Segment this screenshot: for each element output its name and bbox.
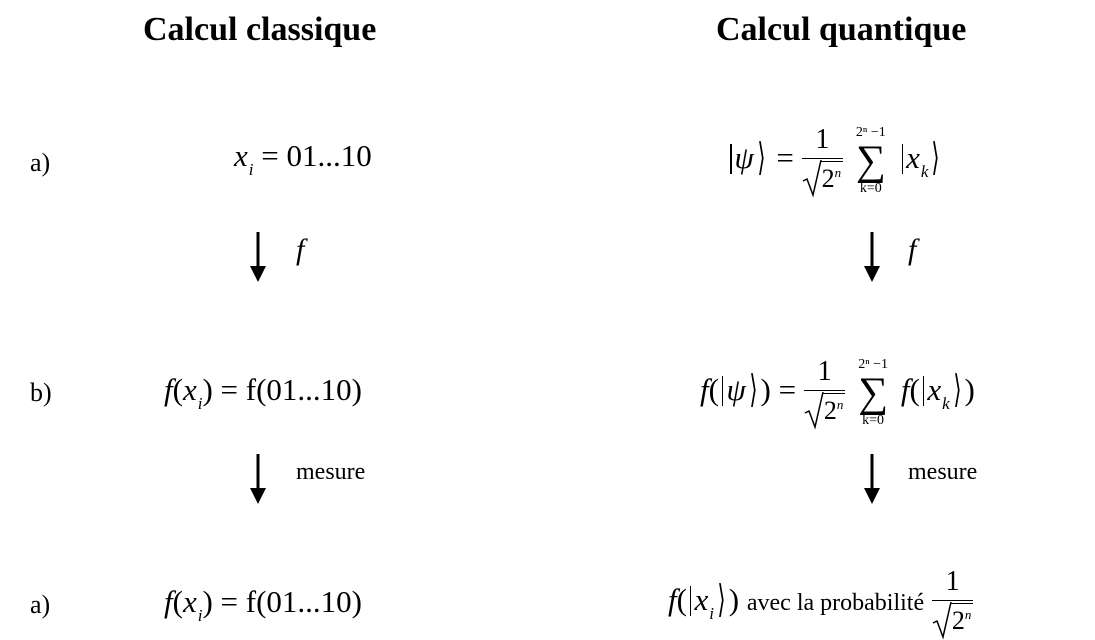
classical-result-equation: f(xi) = f(01...10): [164, 584, 362, 625]
classical-map-label: f: [296, 233, 305, 266]
fraction-numerator: 1: [931, 566, 974, 601]
classical-function-equation: f(xi) = f(01...10): [164, 372, 362, 413]
ket-bar: [901, 144, 904, 174]
classical-f: f: [164, 372, 173, 407]
quantum-measure-label: mesure: [908, 459, 978, 485]
row-label-a: a): [30, 148, 51, 177]
quantum-title: Calcul quantique: [716, 11, 967, 48]
quantum-map-arrow-icon: [864, 232, 880, 282]
ket-bar: [922, 376, 925, 406]
classical-result-sub: i: [197, 606, 203, 625]
sum-lower-limit: k=0: [859, 181, 882, 196]
psi-symbol: ψ: [726, 372, 746, 408]
sqrt: 2n: [802, 159, 844, 198]
sum-upper-limit: 2ⁿ −1: [855, 125, 886, 140]
classical-measure-arrow-icon: [250, 454, 266, 504]
ket-x-subscript: k: [942, 394, 950, 414]
classical-fx-var: x: [182, 372, 197, 407]
sqrt-base: 2: [951, 606, 965, 635]
ket-x-subscript: i: [709, 604, 714, 624]
sqrt-sign-icon: [802, 159, 822, 198]
quantum-map-label: f: [908, 233, 917, 266]
summation: 2ⁿ −1 ∑ k=0: [851, 125, 891, 197]
probability-text: avec la probabilité: [746, 590, 925, 617]
sum-sigma-icon: ∑: [858, 370, 889, 416]
quantum-result-f: f: [668, 582, 677, 618]
ket-bracket: ⟩: [757, 137, 766, 179]
fraction-numerator: 1: [801, 124, 844, 159]
probability-fraction: 1 2n: [931, 566, 974, 640]
classical-function-value: = f(01...10): [220, 372, 362, 407]
quantum-state-equation: ψ⟩ = 1 2n 2ⁿ −1 ∑ k=0 xk⟩: [727, 124, 943, 198]
fraction-denominator: 2n: [804, 391, 846, 430]
fraction-numerator: 1: [803, 356, 846, 391]
classical-input-value: = 01...10: [261, 138, 372, 173]
classical-fx-sub: i: [197, 394, 203, 413]
ket-bracket: ⟩: [931, 137, 940, 179]
sqrt-exponent: n: [964, 607, 972, 622]
classical-result-var: x: [182, 584, 197, 619]
ket-x-subscript: k: [920, 162, 929, 182]
ket-bar: [721, 376, 724, 406]
equals-sign: =: [776, 140, 794, 176]
classical-measure-label: mesure: [296, 459, 366, 485]
classical-x-subscript: i: [248, 160, 254, 179]
ket-bracket: ⟩: [952, 369, 962, 411]
ket-bar: [689, 586, 692, 616]
row-label-b: b): [30, 378, 52, 407]
classical-result-value: = f(01...10): [220, 584, 362, 619]
sqrt: 2n: [804, 391, 846, 430]
classical-input-equation: xi = 01...10: [234, 138, 372, 179]
quantum-result-equation: f(xi⟩) avec la probabilité 1 2n: [668, 566, 974, 640]
ket-bar: [730, 144, 732, 174]
ket-x: x: [694, 582, 709, 618]
sum-upper-limit: 2ⁿ −1: [858, 357, 889, 372]
classical-x: x: [234, 138, 248, 173]
sum-sigma-icon: ∑: [855, 138, 886, 184]
ket-x: x: [927, 372, 942, 408]
classical-map-arrow-icon: [250, 232, 266, 282]
sqrt-sign-icon: [804, 391, 824, 430]
sqrt-exponent: n: [836, 397, 844, 412]
normalization-fraction: 1 2n: [801, 124, 844, 198]
fraction-denominator: 2n: [932, 601, 974, 640]
row-label-a-final: a): [30, 590, 51, 619]
quantum-f: f: [900, 372, 910, 408]
summation: 2ⁿ −1 ∑ k=0: [853, 357, 893, 429]
quantum-measure-arrow-icon: [864, 454, 880, 504]
sum-lower-limit: k=0: [862, 413, 885, 428]
classical-result-f: f: [164, 584, 173, 619]
classical-title: Calcul classique: [143, 11, 377, 48]
sqrt-exponent: n: [834, 165, 842, 180]
ket-x: x: [906, 140, 920, 176]
quantum-f: f: [700, 372, 709, 408]
sqrt: 2n: [932, 601, 974, 640]
equals-sign: =: [778, 372, 797, 408]
normalization-fraction: 1 2n: [803, 356, 846, 430]
ket-bracket: ⟩: [717, 579, 726, 621]
sqrt-sign-icon: [932, 601, 952, 640]
fraction-denominator: 2n: [802, 159, 844, 198]
psi-symbol: ψ: [734, 140, 754, 176]
ket-bracket: ⟩: [749, 369, 758, 411]
sqrt-base: 2: [823, 396, 837, 425]
sqrt-base: 2: [821, 164, 835, 193]
quantum-function-equation: f(ψ⟩) = 1 2n 2ⁿ −1 ∑ k=0 f(xk⟩): [700, 356, 975, 430]
